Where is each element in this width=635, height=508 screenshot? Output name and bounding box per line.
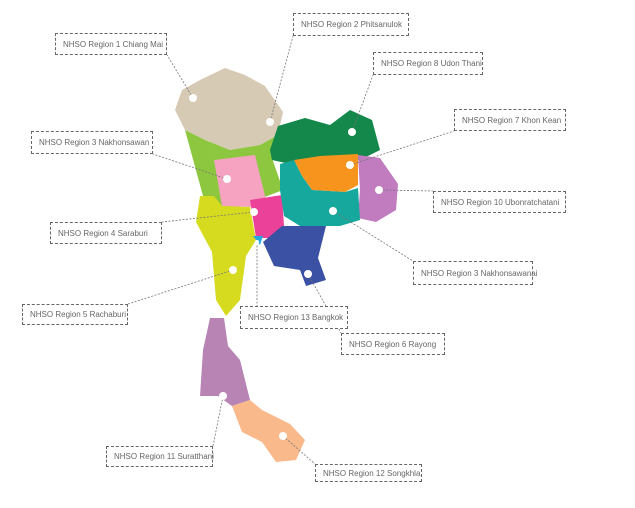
region-label-nhso-region-3-nakhonsawanai: NHSO Region 3 Nakhonsawanai [413,261,538,285]
region-shape-nhso-region-12-songkhla[interactable] [232,400,305,462]
leader-line [161,211,255,223]
region-label-nhso-region-12-songkhla: NHSO Region 12 Songkhla [315,464,422,482]
leader-line [127,269,234,305]
region-label-nhso-region-10-ubonratchatani: NHSO Region 10 Ubonratchatani [433,191,566,213]
region-shape-nhso-region-7-khon-kean[interactable] [294,154,358,192]
region-label-nhso-region-1-chiang-mai: NHSO Region 1 Chiang Mai [55,33,167,55]
region-marker[interactable] [346,161,354,169]
region-marker[interactable] [219,392,227,400]
region-marker[interactable] [329,207,337,215]
region-marker[interactable] [229,266,237,274]
region-shape-nhso-region-8-udon-thani[interactable] [270,110,380,164]
region-marker[interactable] [304,270,312,278]
region-label-nhso-region-3-nakhonsawan: NHSO Region 3 Nakhonsawan [31,131,153,154]
region-shape-nhso-region-1-chiang-mai[interactable] [175,68,283,150]
leader-line [332,210,414,262]
leader-line [152,153,228,180]
region-label-nhso-region-13-bangkok: NHSO Region 13 Bangkok [240,306,348,329]
region-label-nhso-region-8-udon-thani: NHSO Region 8 Udon Thani [373,52,483,75]
region-shape-nhso-region-5-rachaburi[interactable] [196,196,256,316]
region-marker[interactable] [348,128,356,136]
region-label-nhso-region-7-khon-kean: NHSO Region 7 Khon Kean [454,109,566,131]
region-shape-nhso-region-3-nakhonsawanai[interactable] [280,160,360,226]
region-label-nhso-region-6-rayong: NHSO Region 6 Rayong [341,333,445,355]
region-shape-nhso-region-11-suratthani[interactable] [200,318,250,406]
region-label-nhso-region-5-rachaburi: NHSO Region 5 Rachaburi [22,304,128,325]
region-marker[interactable] [279,432,287,440]
region-shape-nhso-region-6-rayong[interactable] [263,226,326,286]
region-marker[interactable] [189,94,197,102]
region-marker[interactable] [250,208,258,216]
region-marker[interactable] [223,175,231,183]
region-marker[interactable] [375,186,383,194]
region-label-nhso-region-4-saraburi: NHSO Region 4 Saraburi [50,222,162,244]
region-shape-nhso-region-3-nakhonsawan[interactable] [214,155,266,207]
leader-line [351,74,374,133]
region-label-nhso-region-11-suratthani: NHSO Region 11 Suratthani [106,446,214,467]
leader-line [269,35,294,123]
leader-line [212,395,224,447]
region-label-nhso-region-2-phitsanulok: NHSO Region 2 Phitsanulok [293,13,409,36]
leader-line [282,435,316,465]
region-marker[interactable] [266,118,274,126]
leader-line [349,130,455,166]
leader-line [166,54,194,99]
region-marker[interactable] [255,240,259,244]
region-shape-nhso-region-4-saraburi[interactable] [250,195,284,238]
